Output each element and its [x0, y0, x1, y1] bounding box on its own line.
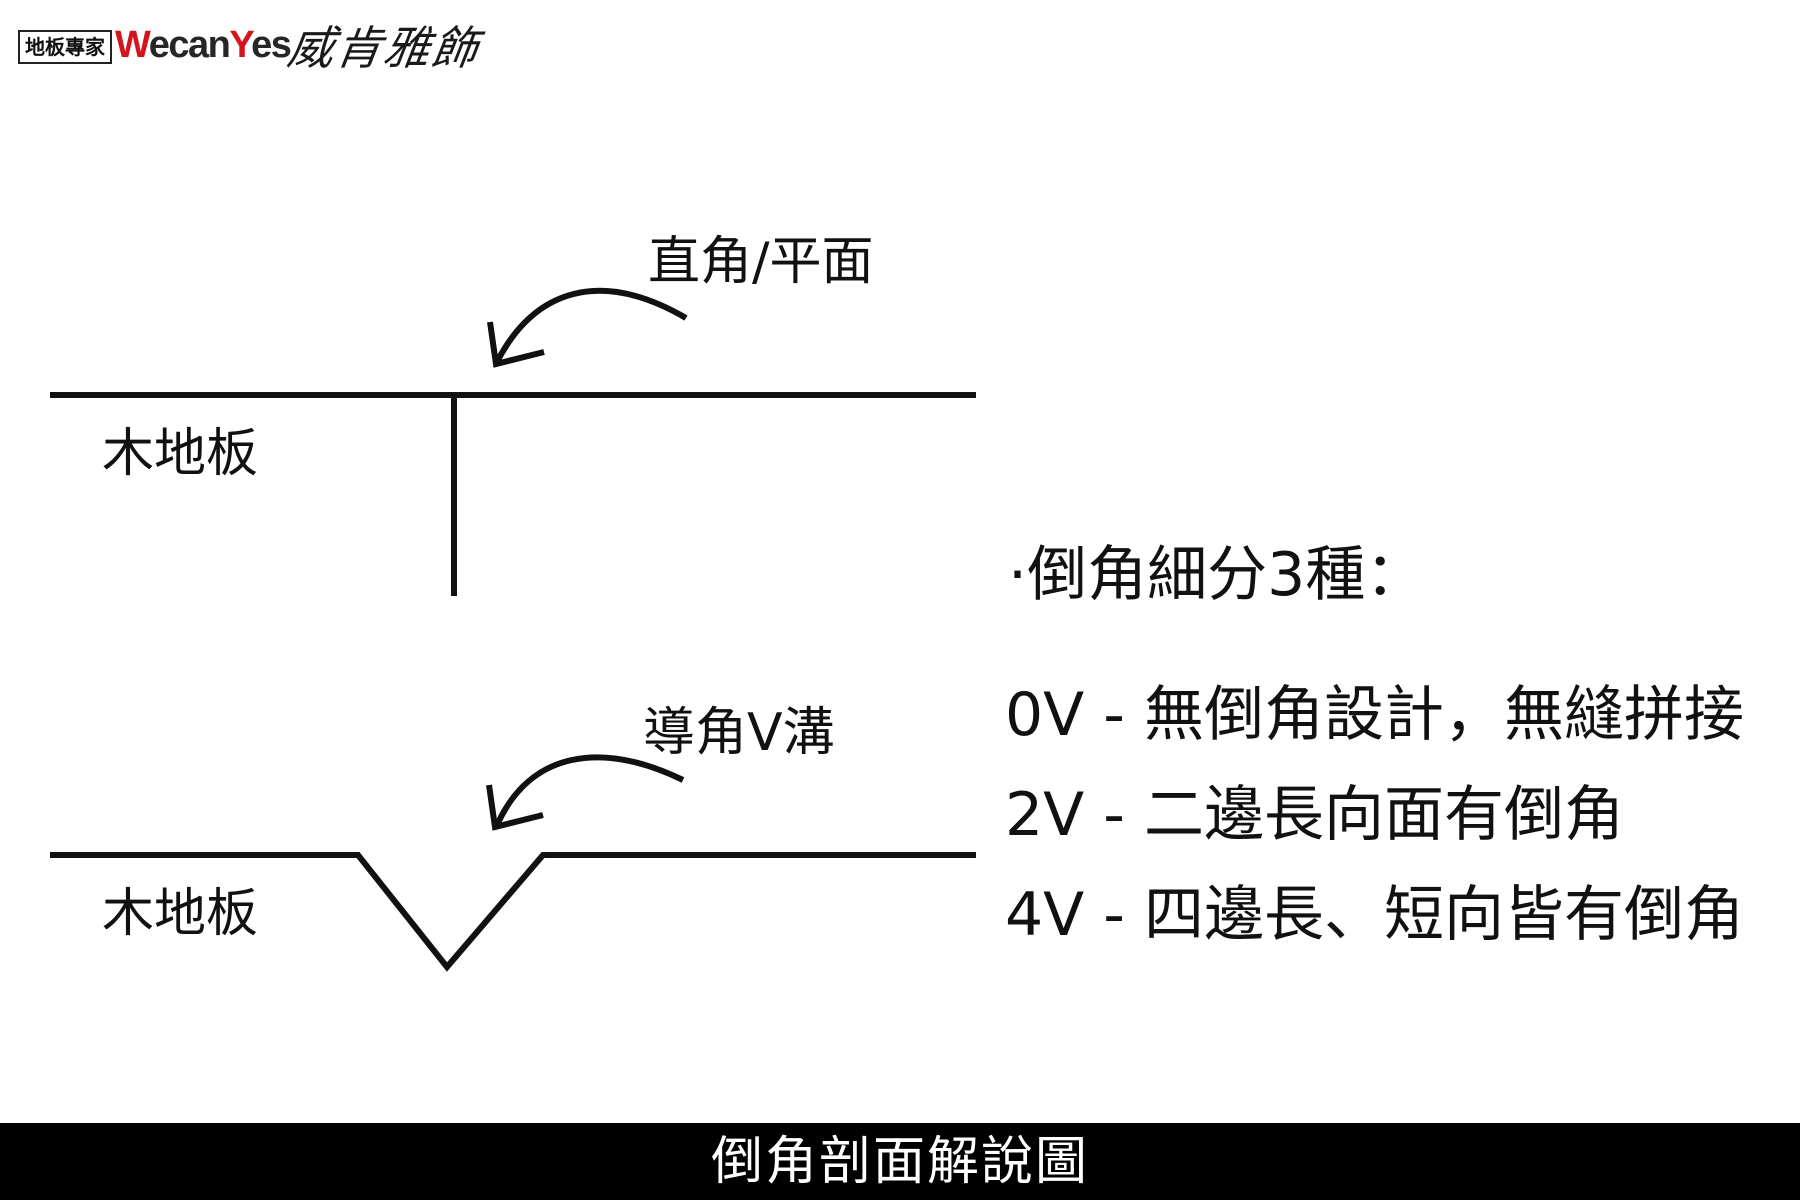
- logo-brand-ecan: ecan: [148, 24, 231, 66]
- top-callout-label: 直角/平面: [648, 232, 874, 292]
- logo-tagline-box: 地板專家: [18, 30, 112, 64]
- bottom-board-vgroove-line: [50, 852, 976, 972]
- logo-brand-es: es: [251, 24, 292, 66]
- top-callout-arrow-curve: [495, 287, 688, 362]
- logo-brand-name: WecanYes: [115, 22, 292, 68]
- bottom-callout-arrow-curve: [494, 754, 685, 827]
- chamfer-types-heading: ·倒角細分3種：: [1008, 540, 1426, 610]
- chamfer-types-list: 0V - 無倒角設計，無縫拼接 2V - 二邊長向面有倒角 4V - 四邊長、短…: [1005, 665, 1744, 965]
- top-callout-arrow-head: [487, 321, 545, 368]
- bottom-callout-label: 導角V溝: [643, 703, 835, 763]
- chamfer-type-0v: 0V - 無倒角設計，無縫拼接: [1005, 680, 1745, 750]
- chamfer-type-4v: 4V - 四邊長、短向皆有倒角: [1005, 880, 1745, 950]
- caption-bar: 倒角剖面解說圖: [0, 1123, 1800, 1200]
- top-board-label: 木地板: [102, 424, 259, 484]
- bottom-board-label: 木地板: [102, 884, 259, 944]
- logo-brand-y: Y: [229, 24, 252, 66]
- caption-text: 倒角剖面解說圖: [710, 1131, 1089, 1192]
- chamfer-type-2v: 2V - 二邊長向面有倒角: [1005, 780, 1625, 850]
- bottom-callout-arrow-head: [486, 784, 544, 831]
- logo-brand-w: W: [115, 24, 150, 66]
